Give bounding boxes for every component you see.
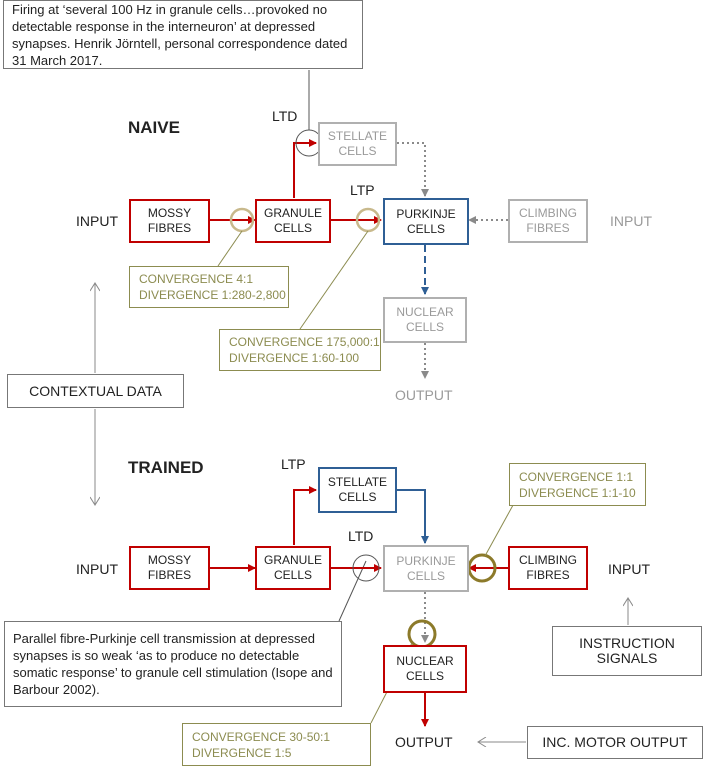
trained-ltd-circle (352, 554, 380, 582)
naive-mossy-fibres-box: MOSSY FIBRES (129, 199, 210, 243)
naive-conv-purkinje-connector (299, 230, 369, 330)
trained-climbing-fibres-label: CLIMBING FIBRES (518, 553, 577, 582)
trained-stellate-cells-box: STELLATE CELLS (318, 467, 397, 513)
naive-conv-granule-connector (217, 230, 243, 267)
trained-stellate-cells-label: STELLATE CELLS (327, 475, 388, 504)
trained-climbing-fibres-box: CLIMBING FIBRES (508, 546, 588, 590)
trained-nuclear-synapse-circle (407, 619, 437, 649)
naive-title: NAIVE (128, 118, 180, 137)
trained-input-left: INPUT (76, 561, 118, 577)
trained-mossy-fibres-box: MOSSY FIBRES (129, 546, 210, 590)
trained-ltd-label: LTD (348, 528, 374, 544)
trained-convergence-nuclear-text: CONVERGENCE 30-50:1 DIVERGENCE 1:5 (192, 729, 331, 760)
naive-convergence-purkinje-text: CONVERGENCE 175,000:1 DIVERGENCE 1:60-10… (229, 335, 380, 365)
trained-ltp-label: LTP (281, 456, 306, 472)
trained-mossy-fibres-label: MOSSY FIBRES (147, 553, 192, 582)
trained-granule-cells-label: GRANULE CELLS (263, 553, 322, 582)
naive-input-right: INPUT (610, 213, 652, 229)
contextual-data-box: CONTEXTUAL DATA (7, 374, 184, 408)
trained-granule-stellate-arrow (293, 486, 317, 545)
naive-convergence-granule-text: CONVERGENCE 4:1 DIVERGENCE 1:280-2,800 (139, 272, 286, 302)
naive-stellate-cells-box: STELLATE CELLS (318, 122, 397, 166)
naive-input-left: INPUT (76, 213, 118, 229)
trained-stellate-purkinje-arrow (397, 489, 429, 544)
naive-granule-cells-label: GRANULE CELLS (263, 206, 322, 235)
trained-convergence-nuclear-box: CONVERGENCE 30-50:1 DIVERGENCE 1:5 (182, 723, 371, 766)
naive-nuclear-cells-box: NUCLEAR CELLS (383, 297, 467, 343)
bottom-note-connector (338, 560, 367, 622)
bottom-note: Parallel fibre-Purkinje cell transmissio… (4, 621, 342, 707)
naive-stellate-cells-label: STELLATE CELLS (327, 129, 388, 158)
naive-climbing-fibres-box: CLIMBING FIBRES (508, 199, 588, 243)
trained-nuclear-cells-label: NUCLEAR CELLS (396, 654, 454, 683)
naive-stellate-purkinje-arrow (397, 142, 429, 197)
naive-granule-cells-box: GRANULE CELLS (255, 199, 331, 243)
top-note: Firing at ‘several 100 Hz in granule cel… (3, 0, 363, 69)
trained-input-right: INPUT (608, 561, 650, 577)
naive-mossy-fibres-label: MOSSY FIBRES (147, 206, 192, 235)
naive-ltd-label: LTD (272, 108, 298, 124)
instruction-signals-box: INSTRUCTION SIGNALS (552, 626, 702, 676)
naive-purkinje-cells-label: PURKINJE CELLS (396, 206, 456, 236)
trained-granule-cells-box: GRANULE CELLS (255, 546, 331, 590)
naive-climbing-fibres-label: CLIMBING FIBRES (518, 206, 577, 235)
naive-ltp-label: LTP (350, 182, 375, 198)
motor-output-label: INC. MOTOR OUTPUT (542, 734, 688, 750)
top-note-text: Firing at ‘several 100 Hz in granule cel… (12, 1, 348, 68)
trained-output: OUTPUT (395, 734, 453, 750)
naive-convergence-granule-box: CONVERGENCE 4:1 DIVERGENCE 1:280-2,800 (129, 266, 289, 308)
naive-output: OUTPUT (395, 387, 453, 403)
trained-convergence-climbing-box: CONVERGENCE 1:1 DIVERGENCE 1:1-10 (509, 463, 646, 506)
trained-purkinje-cells-label: PURKINJE CELLS (396, 553, 456, 583)
motor-output-box: INC. MOTOR OUTPUT (527, 726, 703, 759)
trained-nuclear-cells-box: NUCLEAR CELLS (383, 645, 467, 693)
naive-nuclear-cells-label: NUCLEAR CELLS (396, 305, 454, 334)
trained-title: TRAINED (128, 458, 204, 477)
trained-convergence-climbing-text: CONVERGENCE 1:1 DIVERGENCE 1:1-10 (519, 469, 636, 500)
instruction-signals-label: INSTRUCTION SIGNALS (579, 635, 675, 666)
naive-purkinje-cells-box: PURKINJE CELLS (383, 198, 469, 245)
naive-convergence-purkinje-box: CONVERGENCE 175,000:1 DIVERGENCE 1:60-10… (219, 329, 381, 371)
trained-purkinje-cells-box: PURKINJE CELLS (383, 545, 469, 592)
naive-granule-stellate-arrow (293, 139, 317, 198)
contextual-data-label: CONTEXTUAL DATA (29, 382, 162, 399)
trained-climbing-synapse-circle (467, 553, 497, 583)
bottom-note-text: Parallel fibre-Purkinje cell transmissio… (13, 631, 333, 697)
